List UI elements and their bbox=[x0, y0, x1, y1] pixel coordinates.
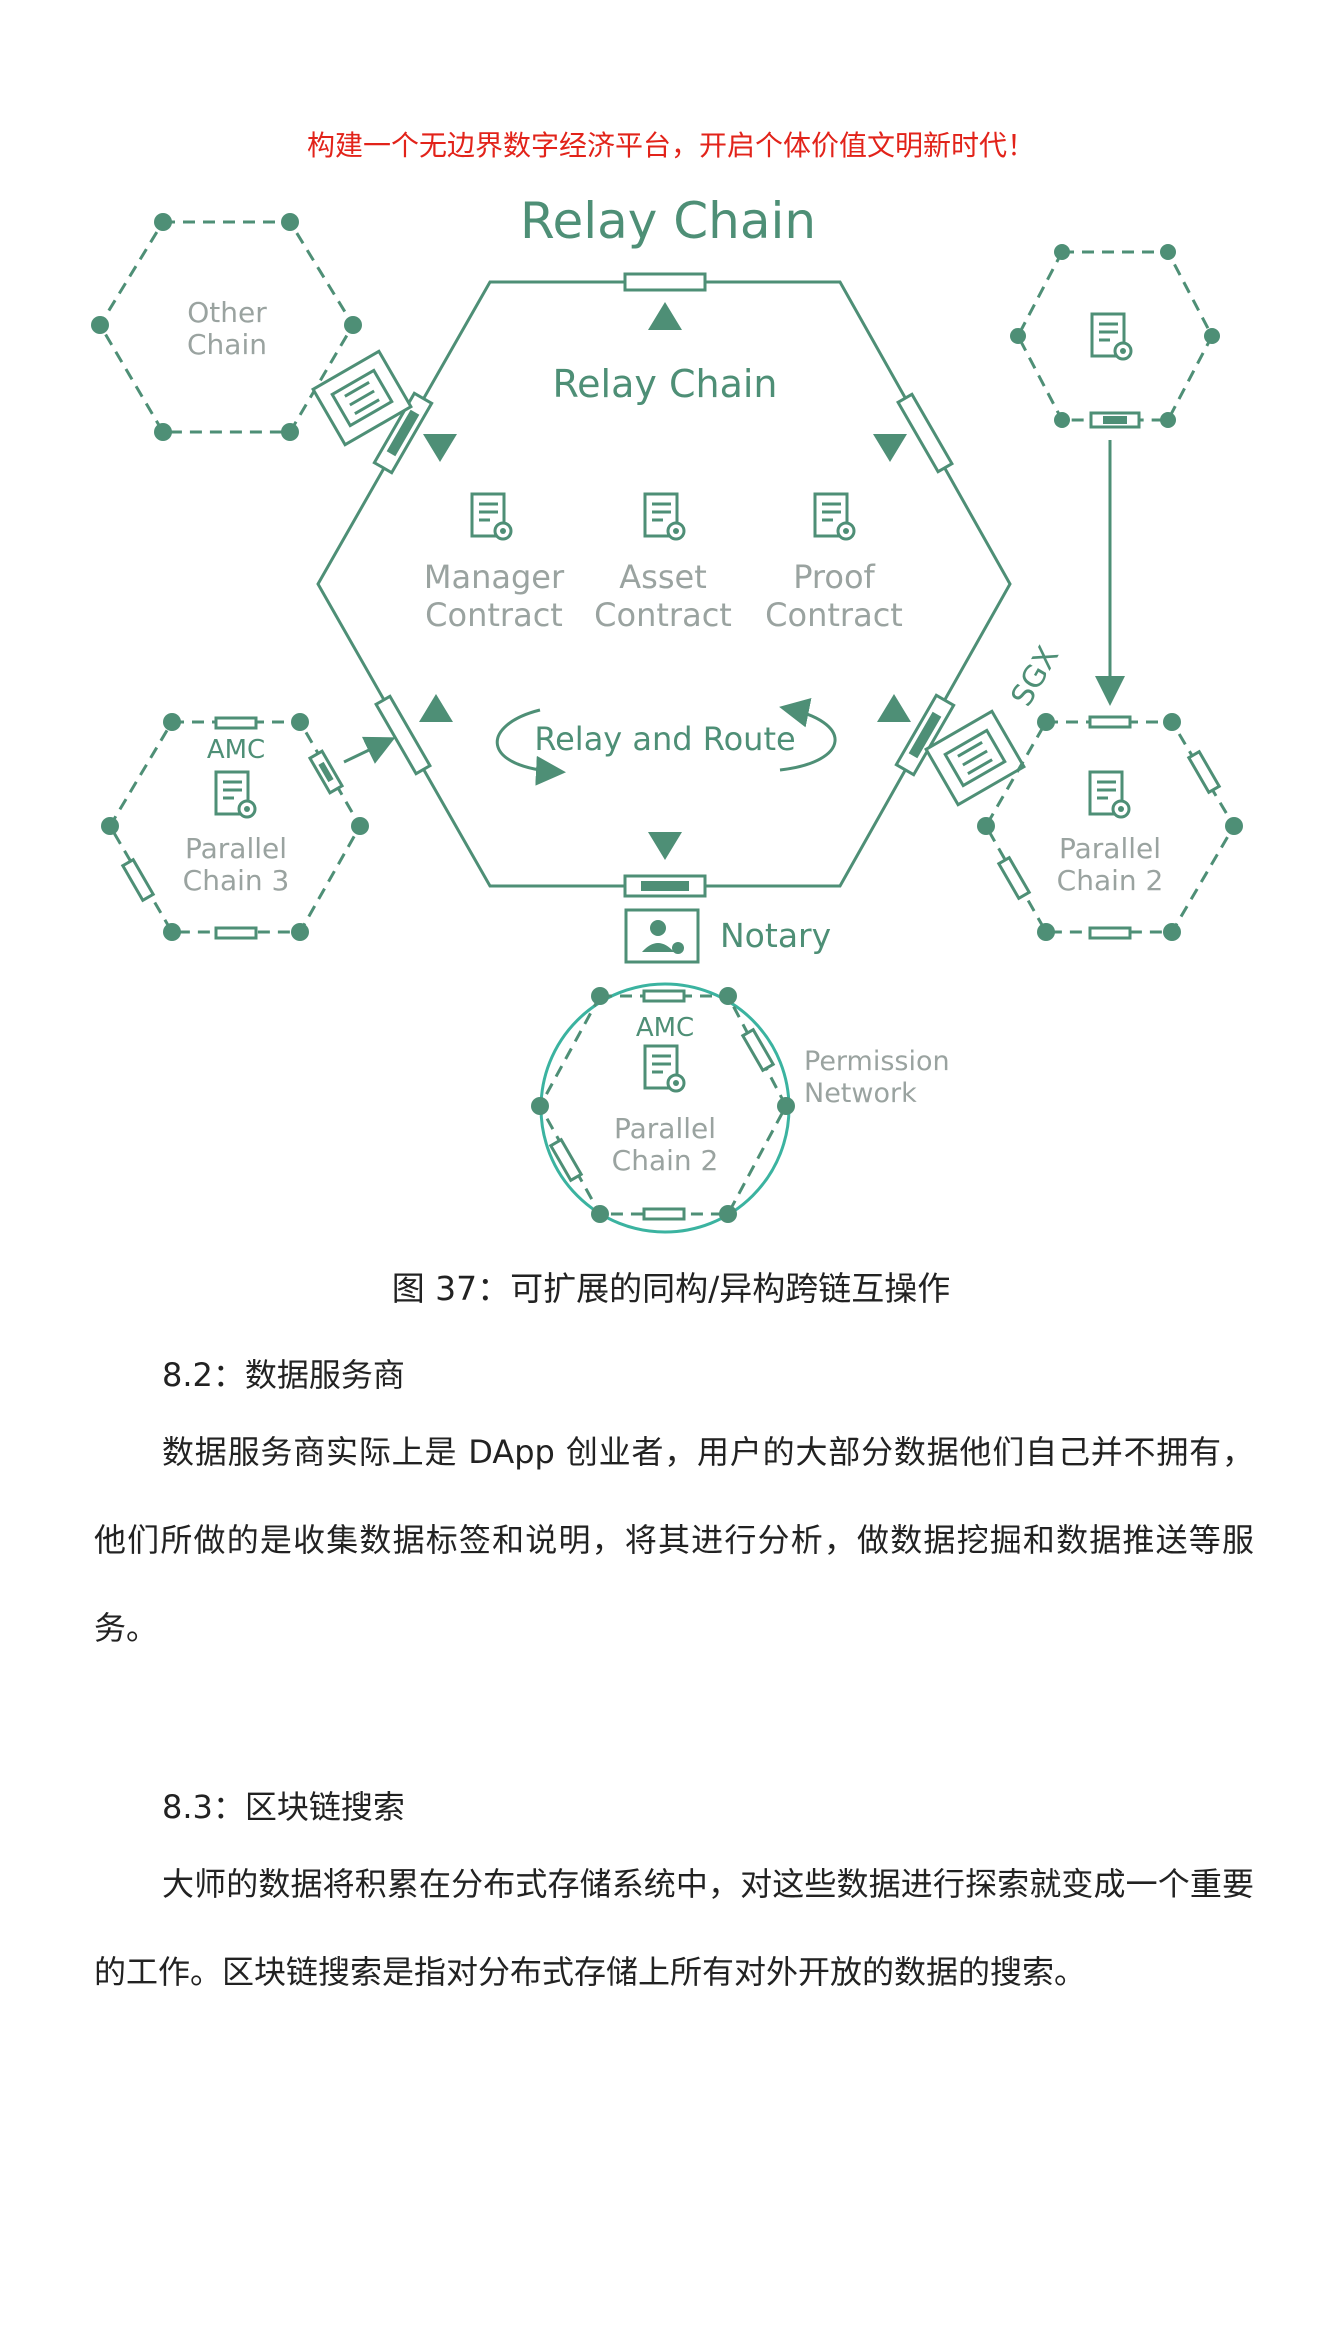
sgx-chip-icon-right bbox=[924, 709, 1026, 807]
bridge-lower-left bbox=[374, 694, 432, 776]
section-heading-8-3: 8.3：区块链搜索 bbox=[162, 1788, 405, 1826]
figure-caption: 图 37：可扩展的同构/异构跨链互操作 bbox=[391, 1269, 951, 1308]
parallel-chain-3-nodes bbox=[101, 713, 369, 941]
triangle-down-right bbox=[873, 434, 907, 462]
parallel-chain-2-bottom-line2: Chain 2 bbox=[612, 1144, 719, 1177]
triangle-down-left bbox=[423, 434, 457, 462]
route-arc-right bbox=[779, 698, 837, 772]
notary-label: Notary bbox=[720, 916, 831, 955]
parallel-chain-2-bottom-doc-icon bbox=[643, 1044, 686, 1093]
asset-contract-icon bbox=[643, 492, 686, 541]
triangle-up-lower-left bbox=[419, 694, 453, 722]
permission-network-line1: Permission bbox=[804, 1046, 950, 1077]
parallel-chain-2-bottom-bridge-left bbox=[548, 1137, 584, 1183]
diagram-title: Relay Chain bbox=[520, 192, 816, 250]
permission-network-line2: Network bbox=[804, 1078, 917, 1109]
relay-chain-hexagon bbox=[316, 280, 1012, 888]
triangle-down-bottom bbox=[648, 832, 682, 860]
relay-route-label: Relay and Route bbox=[534, 720, 795, 758]
other-chain-line2: Chain bbox=[187, 328, 267, 361]
parallel-chain-2-right-doc-icon bbox=[1088, 770, 1131, 819]
manager-contract-icon bbox=[470, 492, 513, 541]
parallel-chain-3-amc: AMC bbox=[207, 735, 265, 765]
parallel-chain-2-right-bridge-bottom bbox=[1088, 926, 1132, 940]
parallel-chain-3-bridge-top bbox=[214, 716, 258, 730]
manager-contract-line2: Contract bbox=[425, 596, 563, 634]
parallel-chain-2-bottom-nodes bbox=[531, 987, 795, 1223]
proof-contract-icon bbox=[813, 492, 856, 541]
sgx-label: SGX bbox=[1004, 640, 1066, 712]
proof-contract-line1: Proof bbox=[793, 558, 875, 596]
parallel-chain-3-bridge-right bbox=[307, 749, 345, 795]
cross-chain-diagram: Relay Chain Relay Chain Manager Contract… bbox=[91, 192, 1243, 1234]
sgx-chip-icon-left bbox=[311, 349, 413, 447]
connector-arrow-right bbox=[343, 736, 396, 764]
parallel-chain-top-right-nodes bbox=[1010, 244, 1220, 428]
asset-contract-line1: Asset bbox=[619, 558, 706, 596]
triangle-up-lower-right bbox=[877, 694, 911, 722]
section-body-8-3: 大师的数据将积累在分布式存储系统中，对这些数据进行探索就变成一个重要的工作。区块… bbox=[94, 1865, 1254, 1991]
parallel-chain-2-bottom-amc: AMC bbox=[636, 1013, 694, 1043]
triangle-up-top bbox=[648, 302, 682, 330]
bridge-bottom bbox=[623, 874, 707, 898]
parallel-chain-2-right-bridge-top bbox=[1088, 715, 1132, 729]
manager-contract-line1: Manager bbox=[424, 558, 565, 596]
parallel-chain-top-right-doc-icon bbox=[1090, 312, 1133, 361]
header-slogan: 构建一个无边界数字经济平台，开启个体价值文明新时代！ bbox=[306, 129, 1035, 162]
bridge-lower-right bbox=[894, 693, 956, 777]
parallel-chain-2-bottom-bridge-bottom bbox=[642, 1207, 686, 1221]
parallel-chain-3-doc-icon bbox=[214, 770, 257, 819]
parallel-chain-2-bottom-bridge-top bbox=[642, 989, 686, 1003]
section-heading-8-2: 8.2：数据服务商 bbox=[162, 1356, 405, 1394]
other-chain-nodes bbox=[91, 213, 362, 441]
bridge-upper-left bbox=[372, 391, 434, 475]
parallel-chain-2-bottom-bridge-right bbox=[740, 1027, 776, 1073]
inner-relay-title: Relay Chain bbox=[552, 362, 777, 406]
proof-contract-line2: Contract bbox=[765, 596, 903, 634]
asset-contract-line2: Contract bbox=[594, 596, 732, 634]
notary-icon bbox=[624, 908, 700, 964]
parallel-chain-3-bridge-left bbox=[120, 857, 156, 903]
parallel-chain-2-right-bridge-left bbox=[996, 855, 1032, 901]
parallel-chain-2-right-nodes bbox=[977, 713, 1243, 941]
bridge-top bbox=[623, 272, 707, 292]
parallel-chain-3-bridge-bottom bbox=[214, 926, 258, 940]
parallel-chain-2-right-line1: Parallel bbox=[1059, 832, 1161, 865]
other-chain-line1: Other bbox=[187, 296, 267, 329]
route-arc-left bbox=[495, 708, 566, 786]
parallel-chain-2-bottom-line1: Parallel bbox=[614, 1112, 716, 1145]
parallel-chain-top-right-hexagon bbox=[1016, 250, 1214, 422]
parallel-chain-top-right-bridge bbox=[1089, 411, 1141, 429]
parallel-chain-3-line1: Parallel bbox=[185, 832, 287, 865]
bridge-upper-right bbox=[896, 392, 954, 474]
section-body-8-2: 数据服务商实际上是 DApp 创业者，用户的大部分数据他们自己并不拥有，他们所做… bbox=[94, 1433, 1254, 1647]
parallel-chain-2-right-bridge-right bbox=[1186, 749, 1222, 795]
parallel-chain-3-line2: Chain 3 bbox=[183, 864, 290, 897]
parallel-chain-2-right-line2: Chain 2 bbox=[1057, 864, 1164, 897]
